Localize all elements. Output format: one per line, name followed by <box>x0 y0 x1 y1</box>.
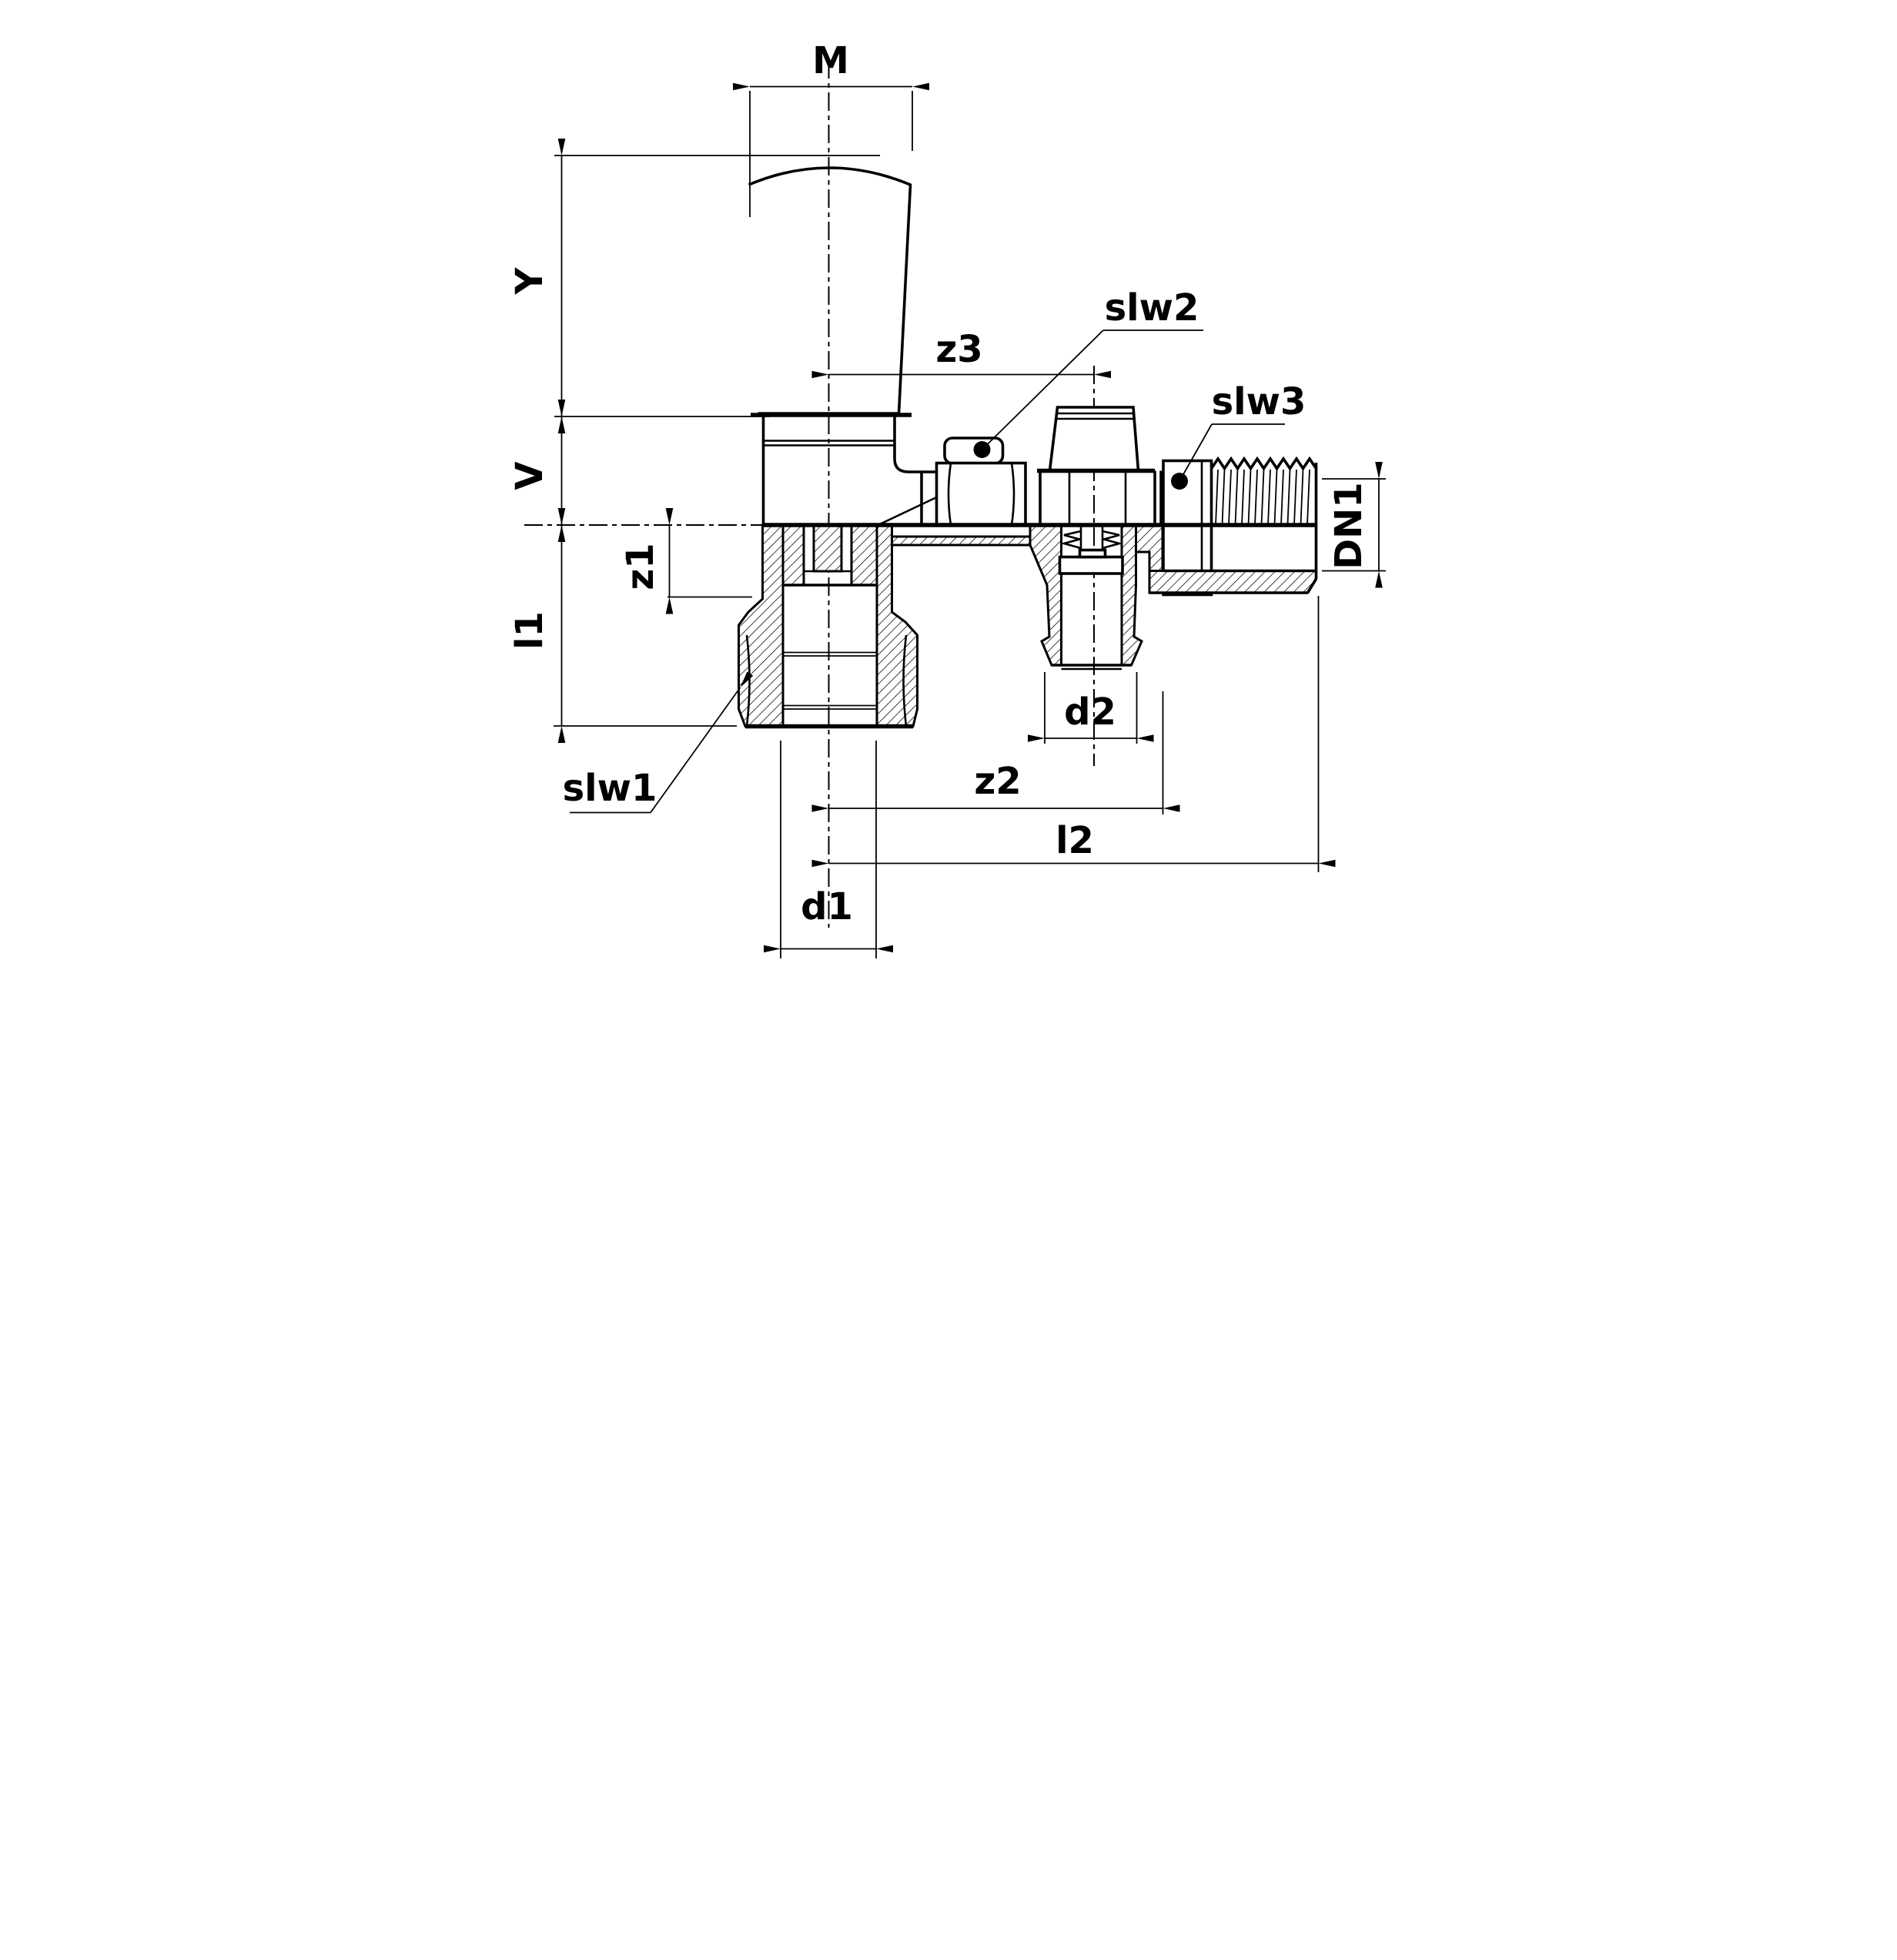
slw3-leader-line <box>1179 423 1213 482</box>
slw2-facet-right <box>1010 463 1015 526</box>
valve-technical-drawing: M Y V z1 l1 z3 slw2 slw3 DN1 d2 z2 l2 d1… <box>474 0 1423 980</box>
dim-label-d1: d1 <box>801 885 853 928</box>
slw2-leader-dot <box>973 441 991 458</box>
dim-label-V: V <box>508 461 551 490</box>
end-chamfer <box>1306 578 1318 594</box>
dim-label-z3: z3 <box>935 328 982 371</box>
spigot-bottom-wall <box>1148 570 1317 594</box>
dim-label-l1: l1 <box>508 611 551 650</box>
seat-wall-left <box>781 523 805 587</box>
slw3-hex <box>1162 459 1213 597</box>
cap-outline <box>1048 406 1140 473</box>
slw3-leader-dot <box>1171 473 1188 490</box>
drawing-stage: M Y V z1 l1 z3 slw2 slw3 DN1 d2 z2 l2 d1… <box>474 0 1423 980</box>
neck <box>761 416 945 530</box>
dimensions <box>554 82 1386 958</box>
dim-label-z2: z2 <box>974 760 1021 803</box>
thread-flanks <box>1215 469 1310 526</box>
dim-label-slw2: slw2 <box>1105 286 1199 329</box>
dim-label-Y: Y <box>508 266 551 295</box>
slw2-facet-left <box>947 463 952 526</box>
right-spigot <box>1148 456 1318 597</box>
spindle-section <box>812 523 843 573</box>
drain-needle <box>1058 527 1124 575</box>
dim-label-slw1: slw1 <box>563 767 657 810</box>
nut-facet-arc-right <box>902 634 908 727</box>
dim-label-M: M <box>812 39 849 82</box>
dim-label-z1: z1 <box>619 543 662 590</box>
needle-thread-coils <box>1060 530 1123 550</box>
passage-lower-wall <box>891 535 1032 547</box>
dimension-lines <box>557 82 1383 953</box>
handle <box>748 166 912 417</box>
dim-label-l2: l2 <box>1056 819 1094 862</box>
slw1-leader-line <box>650 671 754 814</box>
outlet-right-wall <box>1120 523 1143 667</box>
handle-outline <box>748 166 912 415</box>
slw2-leader-line <box>981 329 1104 450</box>
body-tangent-edge <box>871 492 945 530</box>
leader-slw2 <box>973 329 1203 458</box>
labels: M Y V z1 l1 z3 slw2 slw3 DN1 d2 z2 l2 d1… <box>508 39 1370 928</box>
needle-flange <box>1058 555 1124 575</box>
leader-slw3 <box>1171 423 1285 490</box>
drain-valve-cap <box>1037 406 1163 525</box>
dim-label-slw3: slw3 <box>1212 380 1306 423</box>
seat-wall-right <box>850 523 878 587</box>
neck-right-edge <box>893 416 936 473</box>
needle-stem <box>1078 548 1107 559</box>
dim-label-d2: d2 <box>1064 691 1116 734</box>
leaders <box>570 329 1285 814</box>
dim-label-DN1: DN1 <box>1327 482 1370 569</box>
thread-crests <box>1210 456 1317 471</box>
extension-lines <box>554 91 1386 958</box>
leader-slw1 <box>570 671 754 814</box>
